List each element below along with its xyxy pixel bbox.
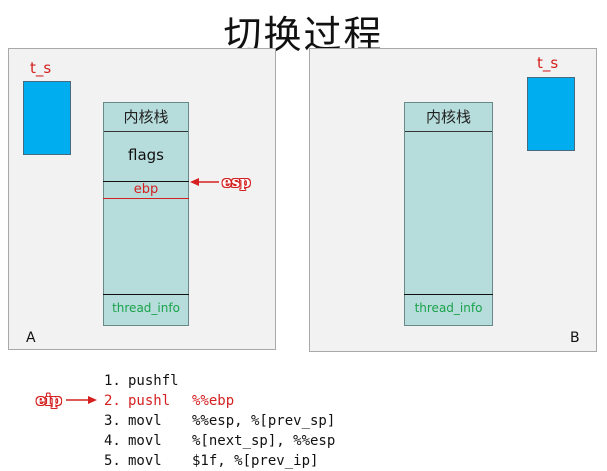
task-struct-box-a	[23, 81, 71, 155]
thread-info-divider-a	[103, 294, 189, 295]
code-listing: 1. pushfl 2. pushl %%ebp 3. movl %%esp, %[pre…	[104, 371, 335, 471]
task-struct-label-b: t_s	[537, 54, 559, 72]
code-line: 3. movl %%esp, %[prev_sp]	[104, 411, 335, 431]
instruction: pushl	[128, 393, 171, 409]
operands: %[next_sp], %%esp	[192, 433, 336, 449]
task-struct-label-a: t_s	[30, 59, 52, 77]
line-number: 5.	[104, 453, 121, 469]
line-number: 3.	[104, 413, 121, 429]
eip-arrow	[66, 396, 97, 404]
eip-label: eip	[36, 391, 62, 409]
flags-label: flags	[128, 146, 164, 164]
code-line: 4. movl %[next_sp], %%esp	[104, 431, 335, 451]
kernel-stack-a: 内核栈	[103, 102, 189, 326]
panel-b-tag: B	[570, 330, 580, 346]
ebp-label: ebp	[133, 182, 159, 197]
operands: %%esp, %[prev_sp]	[192, 413, 336, 429]
operands: %%ebp	[192, 393, 235, 409]
ebp-bottom-line	[103, 198, 189, 199]
kernel-stack-header-a: 内核栈	[104, 103, 188, 132]
line-number: 2.	[104, 393, 121, 409]
code-line: 5. movl $1f, %[prev_ip]	[104, 451, 335, 471]
thread-info-label-b: thread_info	[414, 301, 483, 315]
esp-label: esp	[222, 173, 251, 191]
line-number: 1.	[104, 373, 121, 389]
instruction: pushfl	[128, 373, 179, 389]
esp-line	[103, 181, 189, 182]
instruction: movl	[128, 413, 162, 429]
kernel-stack-header-b: 内核栈	[405, 103, 492, 132]
line-number: 4.	[104, 433, 121, 449]
esp-arrow	[190, 178, 219, 186]
code-line: 1. pushfl	[104, 371, 335, 391]
operands: $1f, %[prev_ip]	[192, 453, 319, 469]
kernel-stack-b: 内核栈	[404, 102, 493, 326]
instruction: movl	[128, 433, 162, 449]
panel-a-tag: A	[26, 330, 36, 346]
thread-info-label-a: thread_info	[112, 301, 180, 315]
code-line-current: 2. pushl %%ebp	[104, 391, 335, 411]
task-struct-box-b	[527, 77, 575, 151]
thread-info-divider-b	[404, 294, 493, 295]
instruction: movl	[128, 453, 162, 469]
